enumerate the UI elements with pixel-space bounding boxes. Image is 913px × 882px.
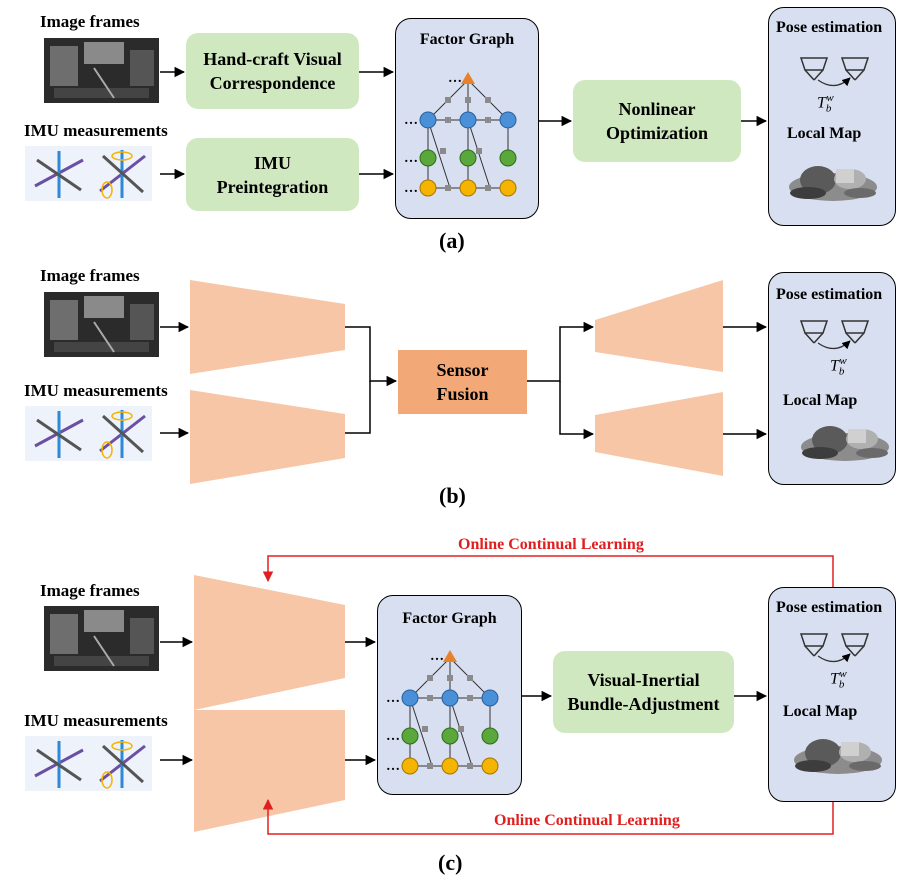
c-image-frames-label: Image frames <box>40 581 140 600</box>
c-imu-measurements-label: IMU measurements <box>24 711 168 730</box>
c-imu-thumbnail <box>25 736 152 791</box>
a-imu-thumbnail <box>25 146 152 201</box>
c-vi-bundle-adjustment-box: Visual-Inertial Bundle-Adjustment <box>553 651 734 733</box>
a-pose-estimation-label: Pose estimation <box>776 19 883 36</box>
b-local-map-label: Local Map <box>783 392 858 409</box>
a-pose-symbol: Tbw <box>817 92 834 115</box>
a-imu-measurements-label: IMU measurements <box>24 121 168 140</box>
b-pose-estimation-label: Pose estimation <box>776 286 883 303</box>
c-pose-symbol: Tbw <box>830 668 847 691</box>
c-output-panel <box>768 587 896 802</box>
c-online-continual-learning-bottom: Online Continual Learning <box>494 812 680 829</box>
c-factor-graph-panel: Factor Graph <box>377 595 522 795</box>
a-output-panel <box>768 7 896 226</box>
c-visual-correspondence-predictor-label: Visual Correspondence Predictor <box>207 607 334 675</box>
c-feedback-arrows <box>262 555 834 835</box>
c-local-map-label: Local Map <box>783 703 858 720</box>
b-imu-measurements-label: IMU measurements <box>24 381 168 400</box>
b-caption: (b) <box>439 483 466 508</box>
b-imu-thumbnail <box>25 406 152 461</box>
a-image-frames-label: Image frames <box>40 12 140 31</box>
b-sensor-fusion-box: Sensor Fusion <box>398 350 527 414</box>
b-imu-encoder-label: IMU Feature Encoder <box>216 409 319 453</box>
a-local-map-label: Local Map <box>787 125 862 142</box>
b-image-encoder-label: Image Feature Encoder <box>211 304 324 348</box>
c-image-frames-thumbnail <box>44 606 159 671</box>
b-pose-symbol: Tbw <box>830 355 847 378</box>
c-caption: (c) <box>438 850 463 875</box>
a-factor-graph-title: Factor Graph <box>419 31 515 48</box>
c-online-continual-learning-top: Online Continual Learning <box>458 536 644 553</box>
a-imu-preintegration-box: IMU Preintegration <box>186 138 359 211</box>
b-posenet-label: PoseNet <box>627 316 689 336</box>
c-factor-graph-title: Factor Graph <box>402 610 497 627</box>
b-image-frames-label: Image frames <box>40 266 140 285</box>
a-image-frames-thumbnail <box>44 38 159 103</box>
c-pose-estimation-label: Pose estimation <box>776 599 883 616</box>
b-image-frames-thumbnail <box>44 292 159 357</box>
c-imu-processing-label: IMU Processing <box>229 734 312 778</box>
a-nonlinear-optimization-box: Nonlinear Optimization <box>573 80 741 162</box>
a-caption: (a) <box>439 228 465 253</box>
a-visual-correspondence-box: Hand-craft Visual Correspondence <box>186 33 359 109</box>
b-depthnet-label: DepthNet <box>621 426 695 446</box>
a-factor-graph-panel: Factor Graph <box>395 18 539 219</box>
